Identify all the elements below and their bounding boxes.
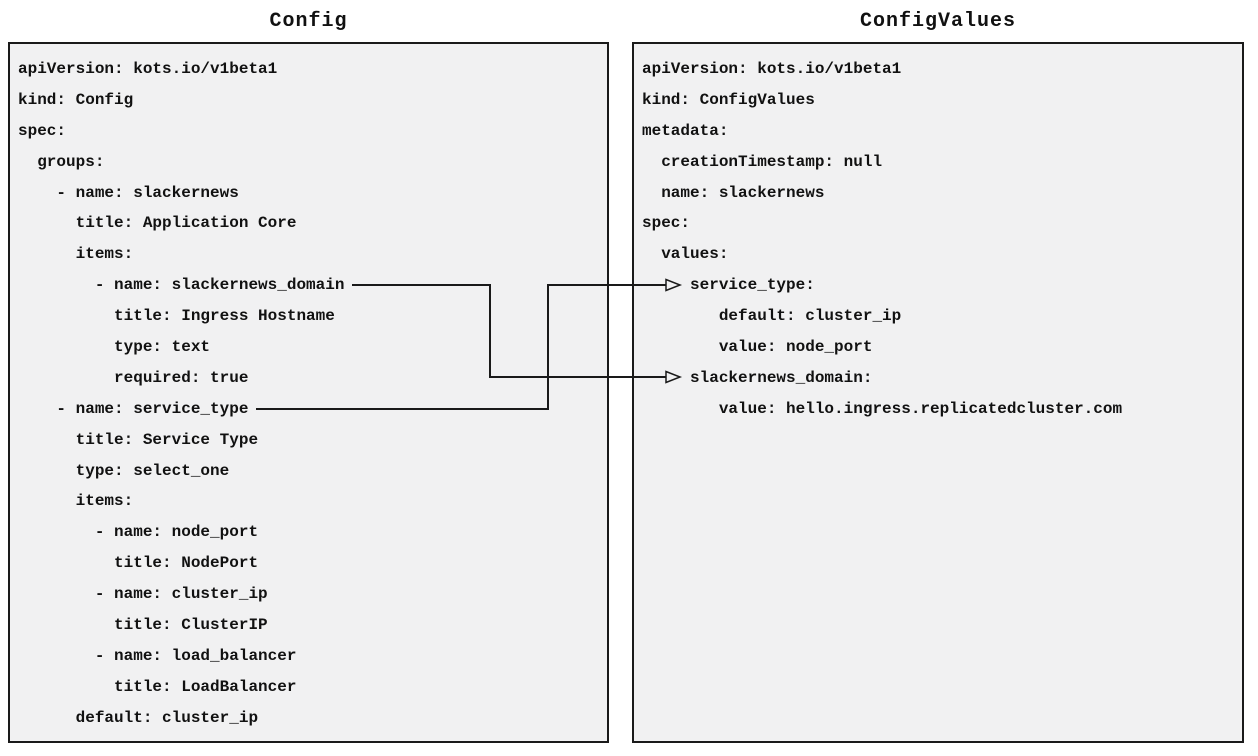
yaml-line-slackernews-domain-value: slackernews_domain: — [642, 368, 873, 387]
yaml-line: title: Service Type — [18, 430, 259, 449]
yaml-line: title: LoadBalancer — [18, 677, 297, 696]
yaml-line: - name: node_port — [18, 523, 259, 542]
yaml-line: items: — [18, 492, 134, 511]
yaml-line: apiVersion: kots.io/v1beta1 — [642, 60, 902, 78]
yaml-line: type: select_one — [18, 461, 230, 480]
yaml-line-service-type-value: service_type: — [642, 276, 815, 295]
yaml-line: title: NodePort — [18, 554, 259, 573]
yaml-line: default: cluster_ip — [18, 708, 259, 727]
yaml-line-service-type: - name: service_type — [18, 399, 249, 418]
yaml-line: creationTimestamp: null — [642, 152, 883, 171]
yaml-line: items: — [18, 245, 134, 264]
yaml-line: title: Ingress Hostname — [18, 307, 335, 326]
yaml-line: spec: — [18, 121, 67, 140]
yaml-line: kind: Config — [18, 90, 134, 109]
yaml-line-slackernews-domain: - name: slackernews_domain — [18, 276, 345, 295]
config-yaml-panel: apiVersion: kots.io/v1beta1 kind: Config… — [8, 42, 609, 743]
yaml-line: groups: — [18, 152, 105, 171]
yaml-line: kind: ConfigValues — [642, 90, 815, 109]
yaml-line: required: true — [18, 368, 249, 387]
yaml-line: - name: slackernews — [18, 183, 239, 202]
yaml-line: title: ClusterIP — [18, 616, 268, 635]
configvalues-panel-title: ConfigValues — [859, 10, 1017, 33]
yaml-line: - name: cluster_ip — [18, 585, 268, 604]
yaml-line: type: text — [18, 338, 211, 357]
config-panel-title: Config — [269, 10, 348, 33]
yaml-line: spec: — [642, 214, 691, 233]
yaml-line: values: — [642, 245, 729, 264]
yaml-line: metadata: — [642, 121, 729, 140]
yaml-line: title: Application Core — [18, 214, 297, 233]
yaml-line: - name: load_balancer — [18, 646, 297, 665]
yaml-line: name: slackernews — [642, 183, 825, 202]
yaml-line: apiVersion: kots.io/v1beta1 — [18, 60, 278, 78]
yaml-line: default: cluster_ip — [642, 307, 902, 326]
yaml-line: value: node_port — [642, 338, 873, 357]
yaml-line: value: hello.ingress.replicatedcluster.c… — [642, 399, 1123, 418]
configvalues-yaml-panel: apiVersion: kots.io/v1beta1 kind: Config… — [632, 42, 1244, 743]
